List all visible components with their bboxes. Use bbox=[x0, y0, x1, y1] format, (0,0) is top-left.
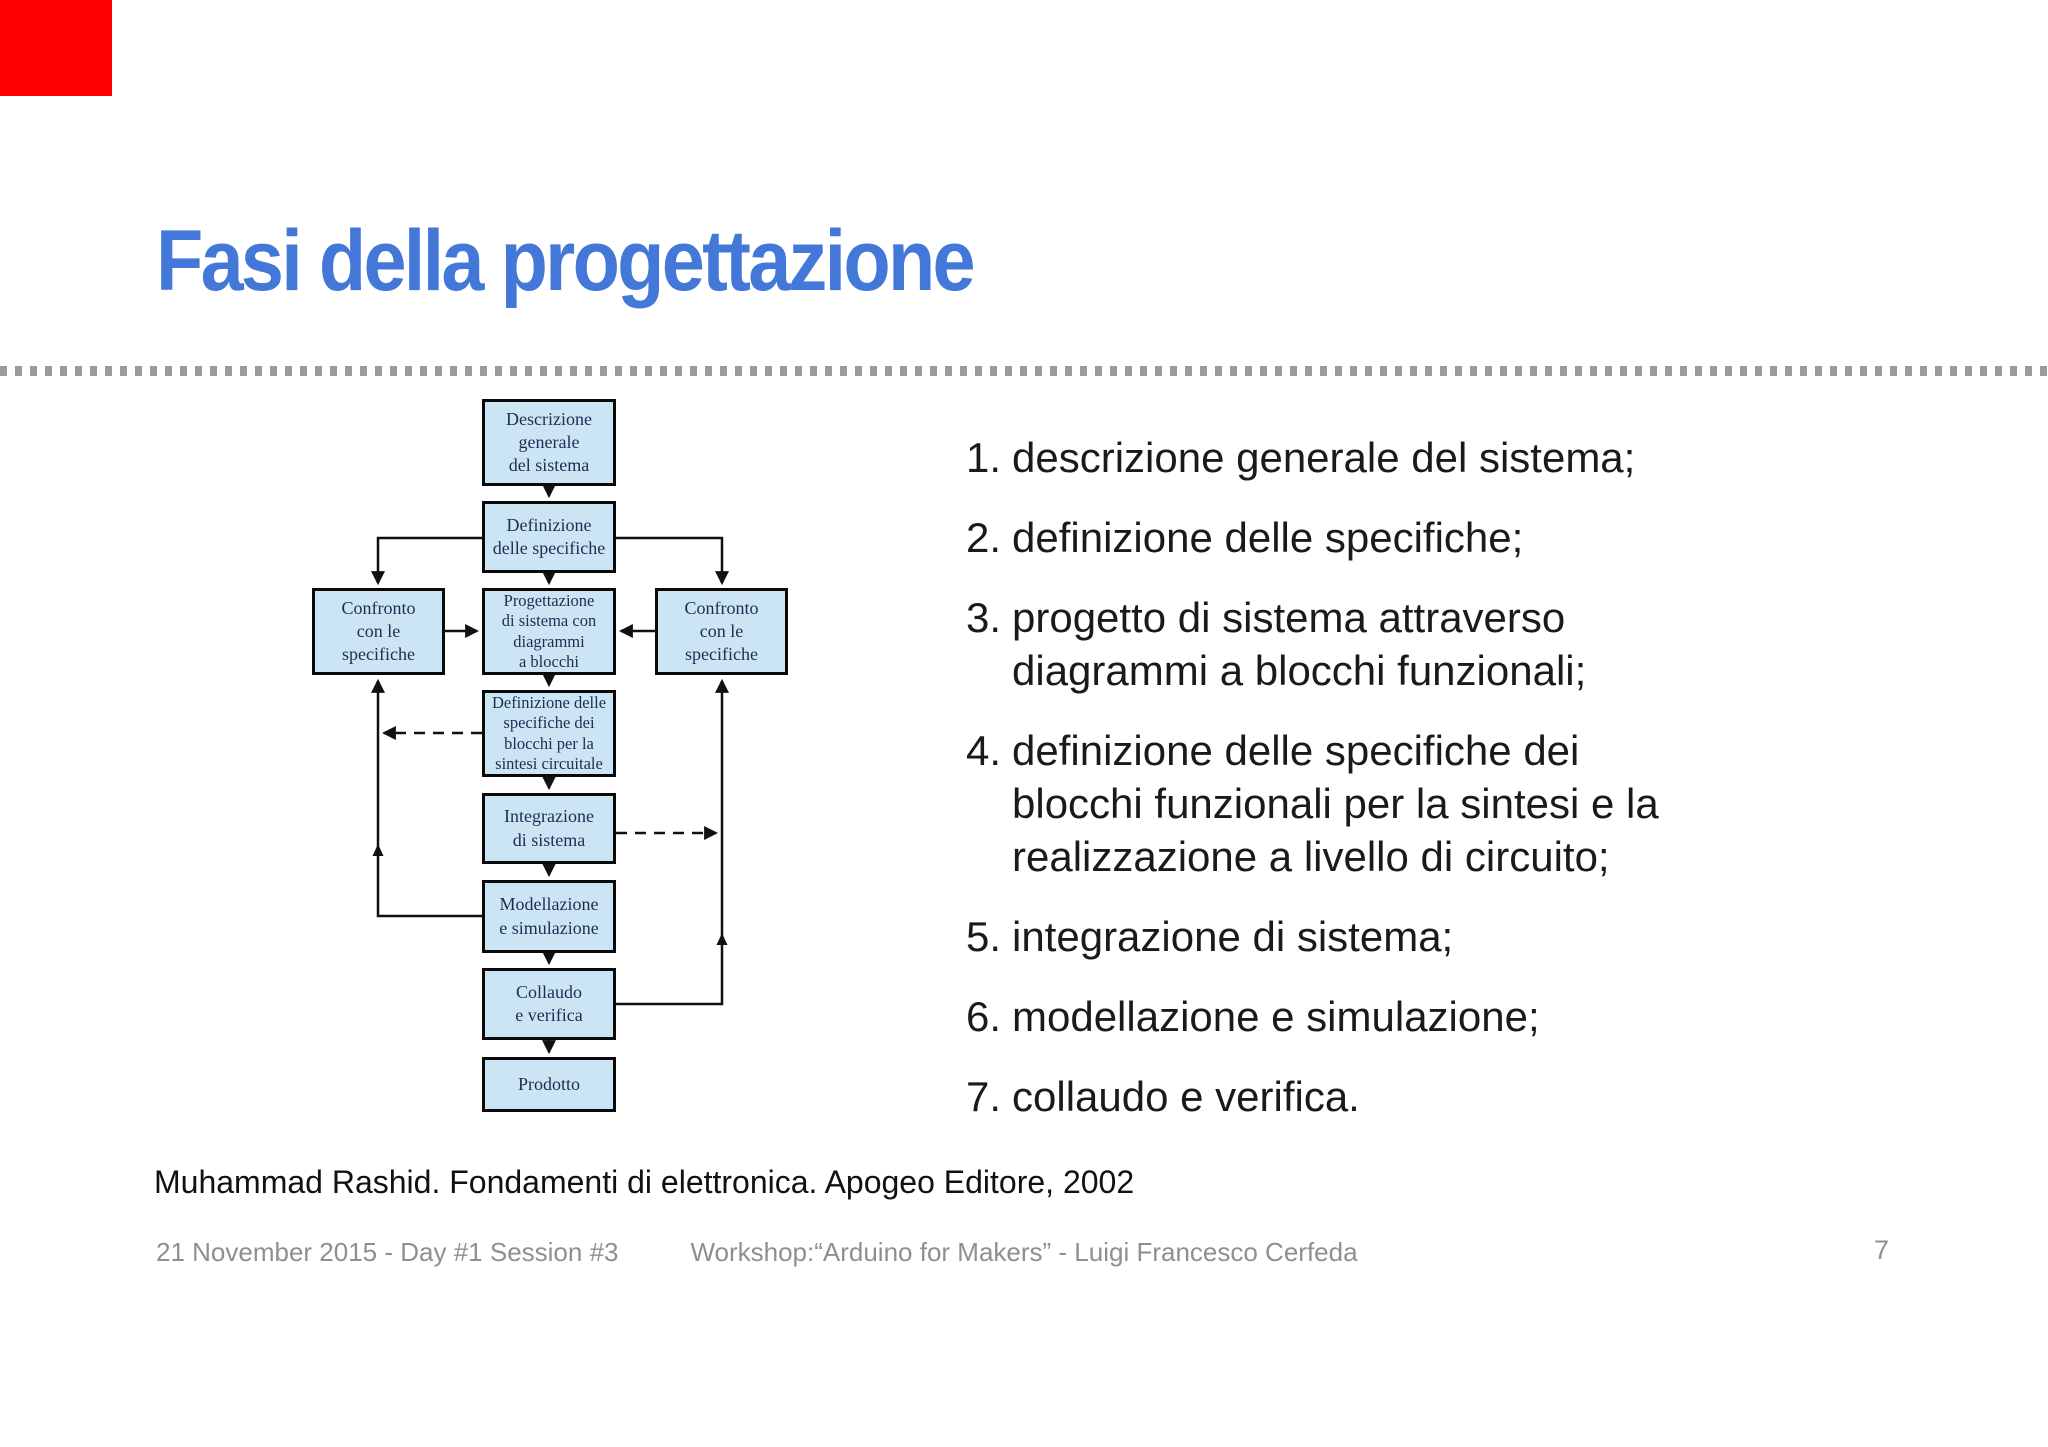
list-item-text: integrazione di sistema; bbox=[1012, 913, 1454, 960]
list-item-text: collaudo e verifica. bbox=[1012, 1073, 1360, 1120]
page-number: 7 bbox=[1874, 1235, 1890, 1265]
flow-box-prodotto: Prodotto bbox=[482, 1057, 616, 1112]
flow-box-integrazione: Integrazione di sistema bbox=[482, 793, 616, 864]
flow-box-definizione-blocchi: Definizione delle specifiche dei blocchi… bbox=[482, 690, 616, 777]
list-item: 5. integrazione di sistema; bbox=[966, 910, 1796, 963]
flow-box-modellazione: Modellazione e simulazione bbox=[482, 880, 616, 953]
list-item-number: 3. bbox=[966, 594, 1002, 641]
list-item-text: modellazione e simulazione; bbox=[1012, 993, 1540, 1040]
list-item: 7. collaudo e verifica. bbox=[966, 1070, 1796, 1123]
list-item: 3. progetto di sistema attraverso diagra… bbox=[966, 591, 1796, 697]
list-item-number: 6. bbox=[966, 993, 1002, 1040]
list-item: 1. descrizione generale del sistema; bbox=[966, 431, 1796, 484]
book-citation: Muhammad Rashid. Fondamenti di elettroni… bbox=[154, 1164, 1135, 1200]
flow-box-confronto-left: Confronto con le specifiche bbox=[312, 588, 445, 675]
flow-box-definizione-specifiche: Definizione delle specifiche bbox=[482, 501, 616, 573]
flow-box-descrizione: Descrizione generale del sistema bbox=[482, 399, 616, 486]
list-item: 6. modellazione e simulazione; bbox=[966, 990, 1796, 1043]
phases-list: 1. descrizione generale del sistema; 2. … bbox=[966, 431, 1796, 1150]
list-item-number: 7. bbox=[966, 1073, 1002, 1120]
list-item-text: definizione delle specifiche; bbox=[1012, 514, 1524, 561]
footer-date-session: 21 November 2015 - Day #1 Session #3 bbox=[156, 1237, 619, 1267]
list-item-number: 1. bbox=[966, 434, 1002, 481]
list-item-number: 5. bbox=[966, 913, 1002, 960]
list-item-text: definizione delle specifiche dei blocchi… bbox=[1012, 727, 1659, 880]
flow-box-collaudo: Collaudo e verifica bbox=[482, 968, 616, 1040]
list-item-text: progetto di sistema attraverso diagrammi… bbox=[1012, 594, 1587, 694]
red-corner-marker bbox=[0, 0, 112, 96]
list-item-text: descrizione generale del sistema; bbox=[1012, 434, 1636, 481]
dotted-divider bbox=[0, 366, 2048, 376]
flow-box-confronto-right: Confronto con le specifiche bbox=[655, 588, 788, 675]
list-item: 2. definizione delle specifiche; bbox=[966, 511, 1796, 564]
slide-title: Fasi della progettazione bbox=[156, 213, 976, 309]
list-item-number: 2. bbox=[966, 514, 1002, 561]
list-item: 4. definizione delle specifiche dei bloc… bbox=[966, 724, 1796, 883]
footer-workshop-author: Workshop:“Arduino for Makers” - Luigi Fr… bbox=[690, 1237, 1358, 1267]
list-item-number: 4. bbox=[966, 727, 1002, 774]
flow-box-progettazione: Progettazione di sistema con diagrammi a… bbox=[482, 588, 616, 675]
